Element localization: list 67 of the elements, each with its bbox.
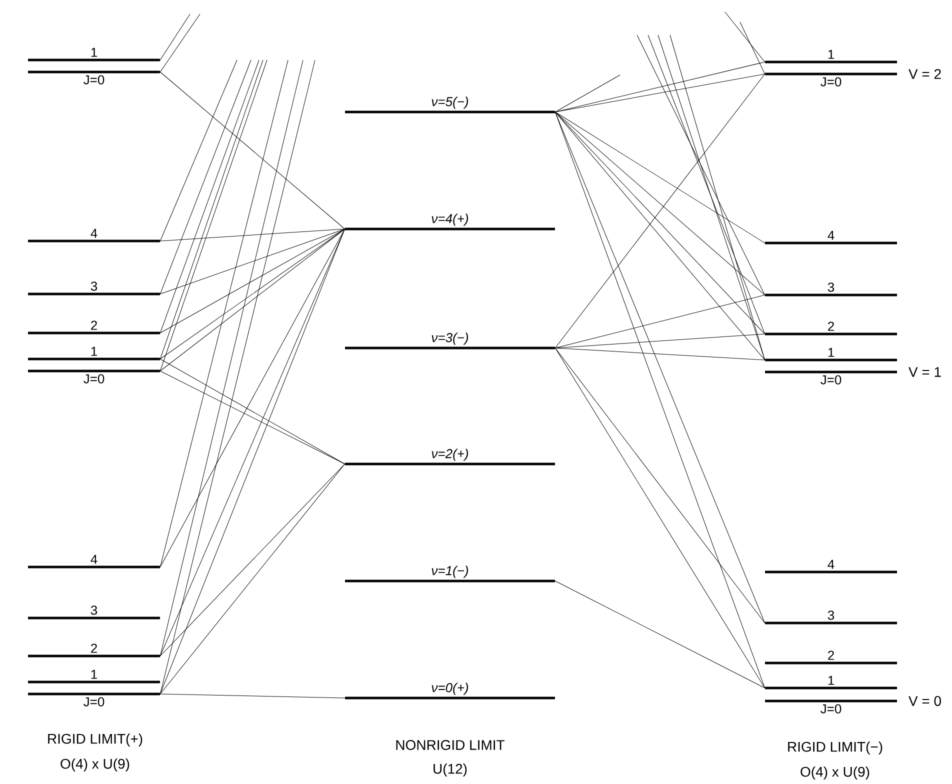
level-label: 2 [91,320,97,330]
correlation-line [160,228,346,334]
correlation-line [724,12,766,62]
group-label: V = 1 [908,367,941,377]
correlation-line [740,22,766,74]
level-label: 1 [828,676,834,685]
correlation-line [160,60,288,568]
correlation-line [160,694,346,698]
correlation-line [160,60,252,294]
correlation-line [160,14,190,60]
correlation-line [554,294,766,348]
level-label: ν=4(+) [432,214,468,226]
correlation-line [554,112,766,244]
level-label: 4 [90,554,98,564]
level-label: 3 [90,606,98,615]
level-label: J=0 [820,704,842,714]
level-label: 2 [828,650,834,660]
correlation-line [554,348,766,688]
level-label: 1 [91,48,97,57]
correlation-line [160,72,346,230]
level-label: ν=3(−) [432,332,468,345]
correlation-line [160,228,346,294]
column-heading: U(12) [434,763,467,777]
group-label: V = 2 [908,69,941,79]
level-label: ν=0(+) [432,682,468,695]
column-heading: RIGID LIMIT(−) [788,741,882,755]
level-label: ν=5(−) [432,96,468,109]
level-label: J=0 [84,697,104,706]
correlation-line [554,62,766,112]
correlation-line [160,464,346,656]
correlation-line [554,580,766,688]
group-label: V = 0 [908,696,941,706]
level-label: 3 [828,610,834,620]
correlation-line [554,74,766,348]
correlation-line [554,348,766,360]
level-label: 4 [90,228,98,238]
level-label: J=0 [84,374,104,384]
level-label: J=0 [820,77,842,86]
level-label: 4 [828,230,834,240]
level-label: 1 [828,348,834,357]
correlation-line [554,348,766,624]
correlation-line [160,14,200,72]
correlation-line [554,334,766,348]
correlation-line [160,60,238,242]
correlation-line [554,74,620,112]
correlation-line [160,228,346,242]
level-label: J=0 [84,75,104,84]
column-heading: NONRIGID LIMIT [396,740,505,750]
column-heading: RIGID LIMIT(+) [48,733,142,747]
level-label: J=0 [820,375,842,384]
level-label: 1 [91,670,97,679]
level-label: 1 [828,50,834,59]
level-label: ν=2(+) [432,448,468,461]
correlation-line [636,34,766,296]
level-label: 4 [828,560,834,569]
column-heading: O(4) x U(9) [800,766,870,780]
level-label: 3 [90,282,98,291]
correlation-line [554,74,766,112]
correlation-line [160,228,346,568]
level-label: ν=1(−) [432,566,468,578]
level-label: 3 [828,282,834,292]
correlation-line [648,34,766,334]
level-label: 1 [91,346,97,356]
level-label: 2 [828,322,834,331]
correlation-line [160,464,346,694]
level-label: 2 [91,644,97,653]
column-heading: O(4) x U(9) [60,758,130,772]
